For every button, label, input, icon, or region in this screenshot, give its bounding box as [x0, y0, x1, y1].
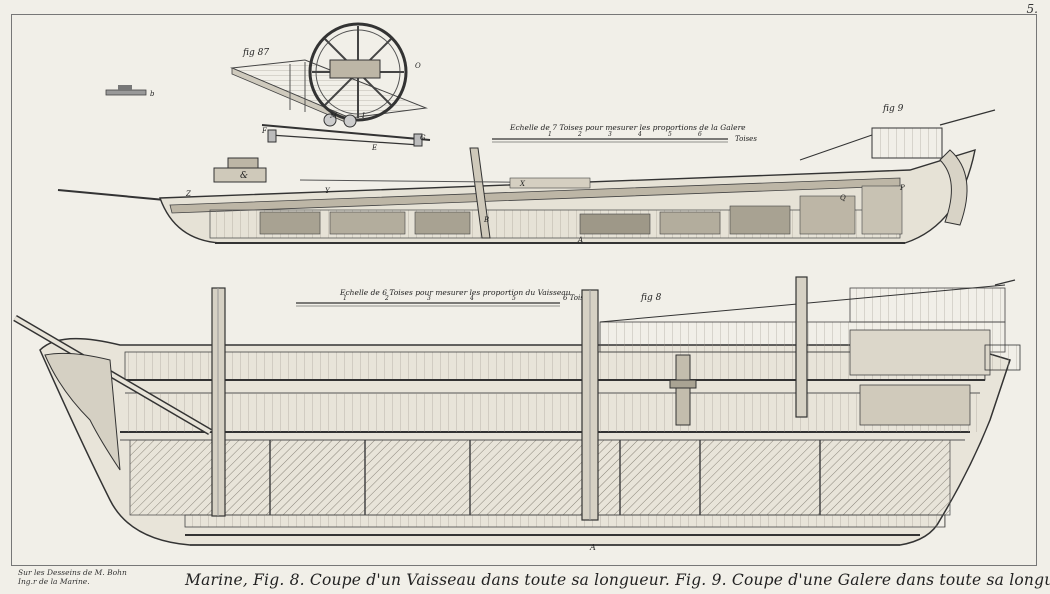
fig8-scale-mark-4: 4 [469, 295, 474, 302]
fig87-letter-o: O [415, 62, 421, 70]
fig87-letter-e: E [371, 144, 377, 152]
fig8-scale-mark-2: 2 [384, 295, 389, 302]
galley-section [57, 109, 996, 244]
galley-letter-x: X [519, 180, 526, 188]
galley-letter-q: Q [840, 194, 846, 202]
fig8-scale-mark-1: 1 [343, 295, 347, 302]
fig9-scale-bar [492, 138, 728, 143]
credit-line-2: Ing.r de la Marine. [18, 577, 90, 586]
fig9-scale-mark-1: 1 [548, 131, 552, 138]
plate-frame [11, 14, 1037, 566]
galley-letter-y: Y [325, 187, 331, 195]
mainmast [581, 289, 599, 521]
detail-letter-b: b [150, 90, 155, 98]
small-fitting-detail [105, 85, 147, 96]
credit-line-1: Sur les Desseins de M. Bohn [18, 568, 127, 577]
foremast [211, 287, 226, 517]
galley-letter-p: P [899, 184, 905, 192]
fig9-scale-mark-5: 5 [668, 131, 672, 138]
plate-caption: Marine, Fig. 8. Coupe d'un Vaisseau dans… [185, 571, 1050, 589]
fig87-letter-i: I [361, 112, 365, 120]
fig8-scale-mark-3: 3 [427, 295, 431, 302]
fig87-letter-g: G [420, 134, 426, 142]
galley-letter-z: Z [185, 190, 191, 198]
galley-letter-a: A [577, 236, 583, 244]
fig9-scale-caption: Echelle de 7 Toises pour mesurer les pro… [509, 123, 746, 132]
fig8-scale-mark-5: 5 [512, 295, 516, 302]
fig9-scale-mark-4: 4 [637, 131, 642, 138]
fig87-letter-m: M [329, 112, 338, 120]
ship-keel-label: A [589, 543, 596, 552]
galley-letter-b: B [483, 216, 489, 224]
fig8-scale-bar [296, 302, 560, 307]
plate-number: 5. [1026, 2, 1038, 16]
galley-letter-amp: & [240, 171, 248, 181]
fig87-letter-f: F [261, 127, 268, 135]
engraving-credit: Sur les Desseins de M. Bohn Ing.r de la … [18, 568, 127, 586]
fig9-scale-mark-6: 6 [698, 131, 702, 138]
fig8-scale-unit: 6 Toises [563, 294, 592, 302]
fig87-label: fig 87 [242, 48, 269, 58]
fig87-capstan-device [230, 22, 431, 147]
fig9-scale-unit: Toises [735, 135, 757, 143]
fig8-label: fig 8 [640, 293, 662, 303]
fig9-label: fig 9 [882, 104, 904, 114]
ship-section [13, 279, 1021, 546]
capstan [669, 354, 697, 426]
fig9-scale-mark-3: 3 [608, 131, 612, 138]
fig9-scale-mark-2: 2 [577, 131, 582, 138]
mizzenmast [795, 276, 808, 418]
fig8-scale-caption: Echelle de 6 Toises pour mesurer les pro… [339, 288, 571, 297]
